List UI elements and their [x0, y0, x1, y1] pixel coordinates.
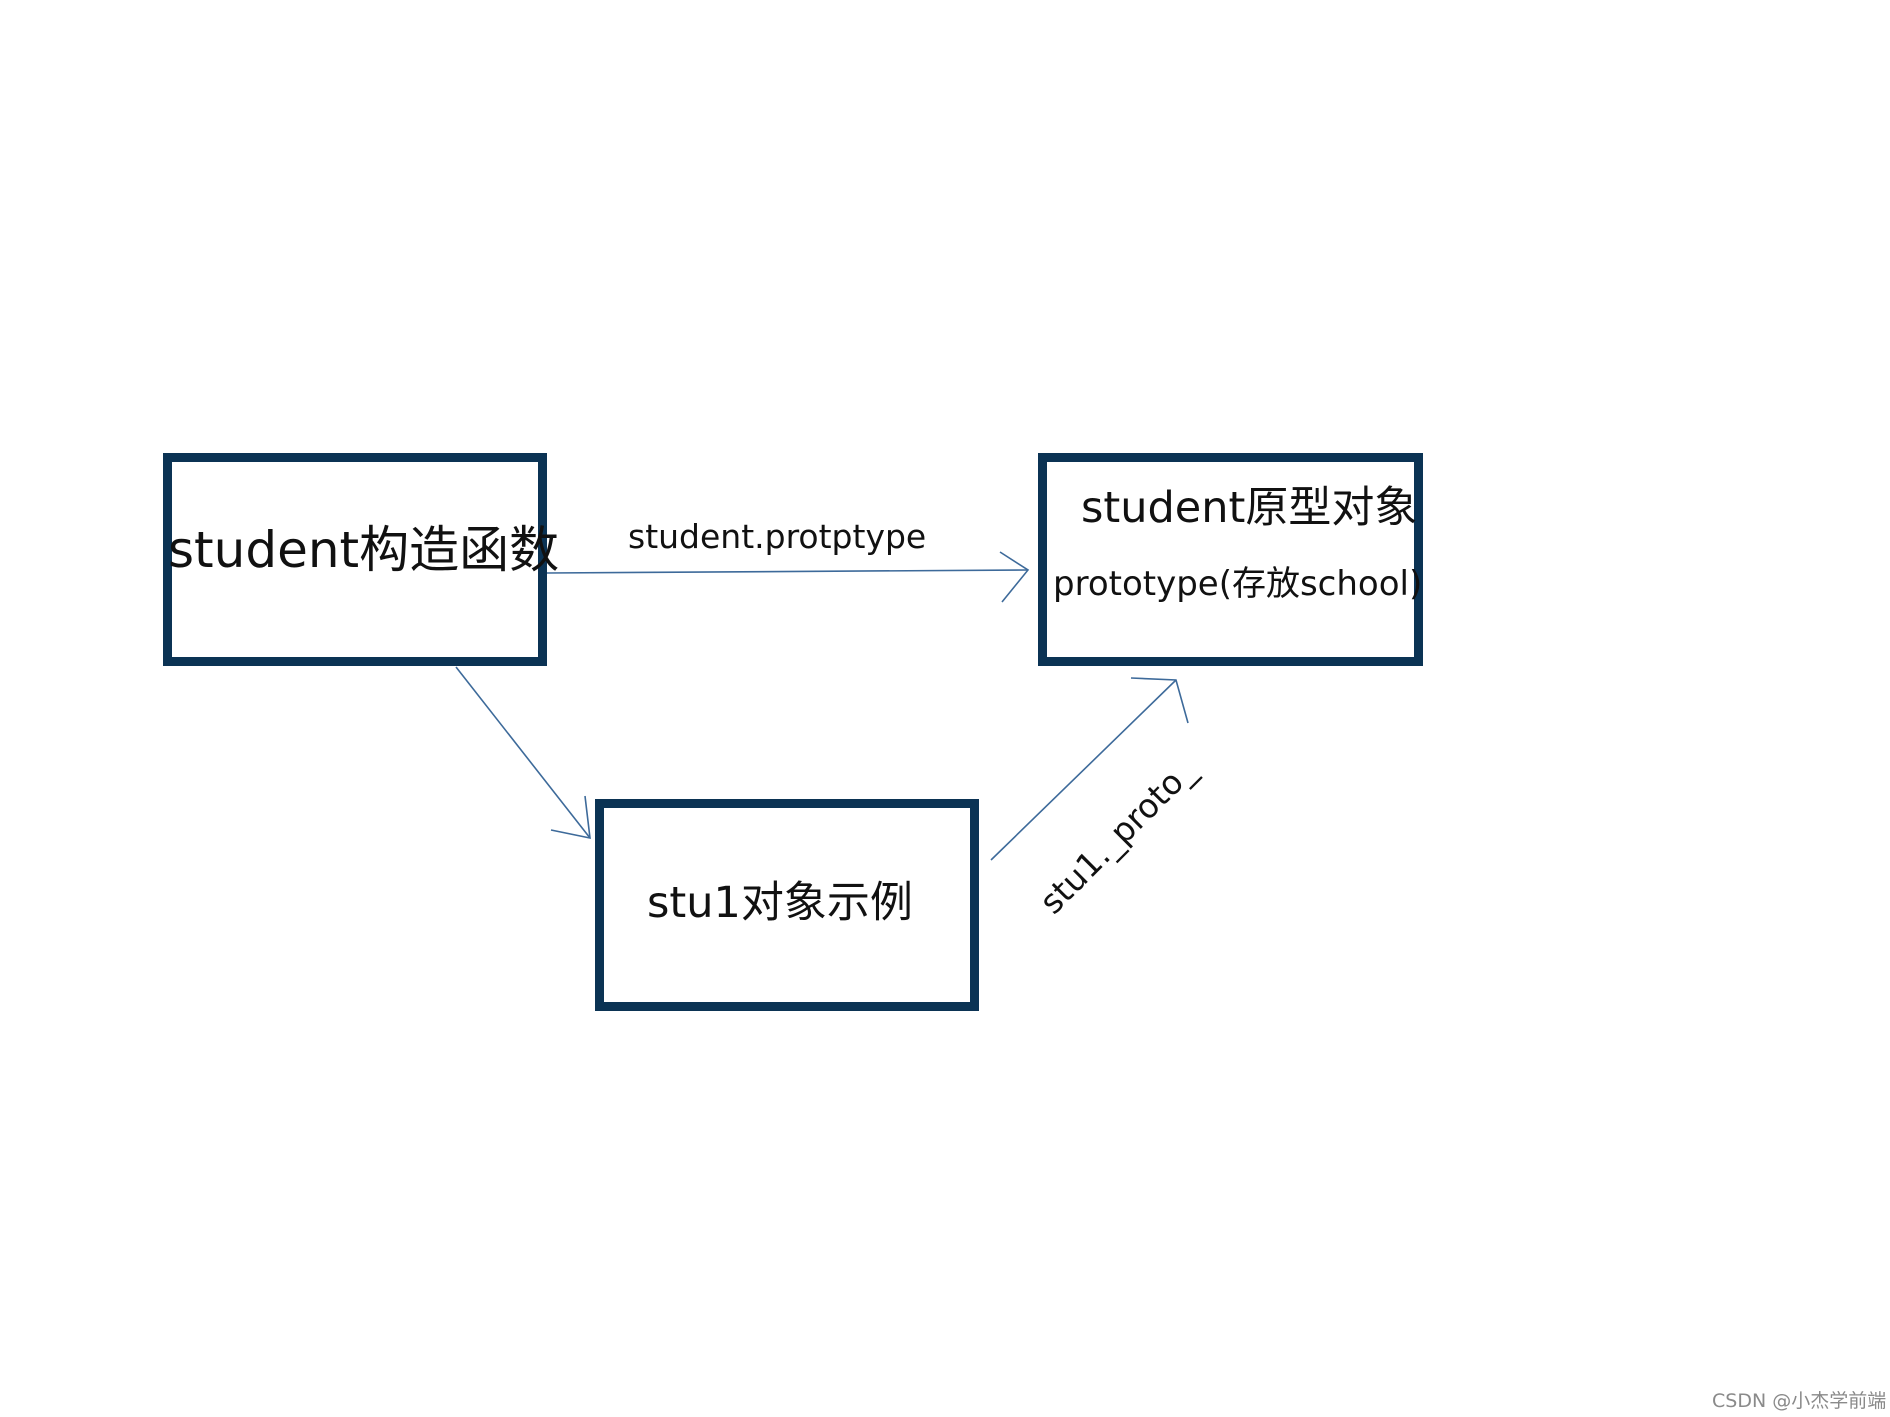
constructor-title: student构造函数 [168, 521, 560, 579]
edge-label-constructor-to-prototype: student.protptype [628, 517, 927, 556]
arrow-instance-to-prototype [990, 677, 1189, 861]
watermark: CSDN @小杰学前端 [1712, 1390, 1887, 1412]
arrow-constructor-to-prototype [546, 551, 1030, 603]
constructor-box [163, 453, 547, 666]
arrow-constructor-to-instance [455, 666, 591, 840]
instance-title: stu1对象示例 [647, 878, 913, 928]
instance-box [595, 799, 979, 1011]
prototype-object-subtitle: prototype(存放school) [1053, 564, 1423, 604]
prototype-object-box [1038, 453, 1423, 666]
prototype-object-title: student原型对象 [1081, 483, 1418, 533]
